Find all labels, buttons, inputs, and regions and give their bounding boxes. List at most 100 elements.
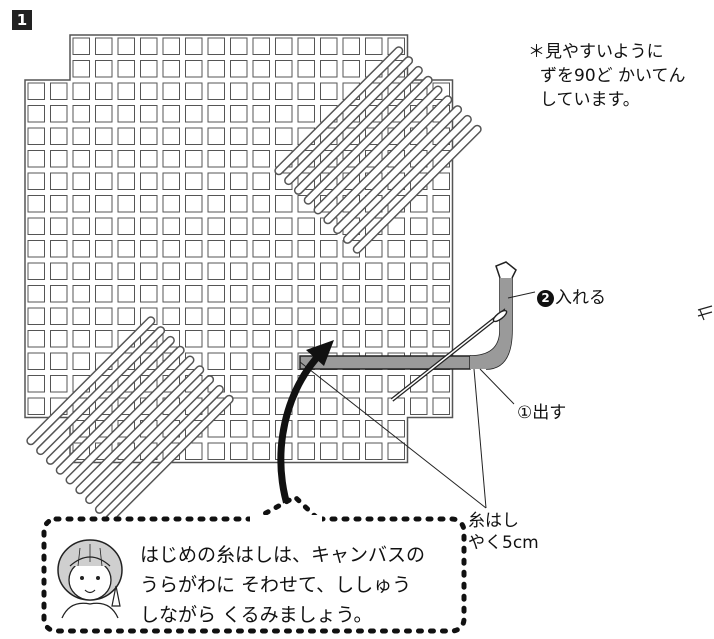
canvas-hole bbox=[432, 397, 450, 415]
canvas-hole bbox=[95, 240, 113, 258]
canvas-hole bbox=[207, 240, 225, 258]
canvas-hole bbox=[275, 127, 293, 145]
canvas-hole bbox=[117, 127, 135, 145]
canvas-hole bbox=[27, 262, 45, 280]
diagonal-stitch bbox=[96, 386, 223, 513]
canvas-hole bbox=[297, 307, 315, 325]
canvas-hole bbox=[185, 172, 203, 190]
diagonal-stitch bbox=[275, 47, 402, 174]
canvas-hole bbox=[320, 285, 338, 303]
step-number-badge: 1 bbox=[12, 10, 32, 30]
canvas-hole bbox=[387, 217, 405, 235]
canvas-hole bbox=[275, 307, 293, 325]
diagonal-stitch bbox=[57, 347, 184, 474]
label-yarn-tail: 糸はし やく5cm bbox=[468, 510, 539, 554]
canvas-hole bbox=[117, 82, 135, 100]
canvas-hole bbox=[207, 262, 225, 280]
canvas-hole bbox=[27, 307, 45, 325]
diagonal-stitch bbox=[67, 357, 193, 483]
canvas-hole bbox=[162, 285, 180, 303]
canvas-hole bbox=[207, 150, 225, 168]
diagonal-stitch bbox=[295, 67, 422, 194]
canvas-hole bbox=[117, 37, 135, 55]
canvas-hole bbox=[320, 37, 338, 55]
canvas-hole bbox=[252, 82, 270, 100]
canvas-hole bbox=[27, 82, 45, 100]
canvas-hole bbox=[252, 442, 270, 460]
canvas-hole bbox=[320, 60, 338, 78]
canvas-hole bbox=[50, 352, 68, 370]
canvas-hole bbox=[275, 285, 293, 303]
canvas-hole bbox=[387, 307, 405, 325]
canvas-hole bbox=[230, 307, 248, 325]
bubble-line-3: しながら くるみましょう。 bbox=[140, 604, 373, 626]
canvas-hole bbox=[27, 375, 45, 393]
leader-tail-2 bbox=[473, 368, 487, 509]
canvas-hole bbox=[95, 172, 113, 190]
canvas-hole bbox=[117, 262, 135, 280]
canvas-hole bbox=[297, 60, 315, 78]
canvas-hole bbox=[162, 82, 180, 100]
canvas-hole bbox=[140, 172, 158, 190]
canvas-hole bbox=[117, 172, 135, 190]
canvas-hole bbox=[117, 195, 135, 213]
canvas-hole bbox=[320, 307, 338, 325]
canvas-hole bbox=[162, 240, 180, 258]
canvas-hole bbox=[387, 375, 405, 393]
canvas-hole bbox=[342, 307, 360, 325]
canvas-hole bbox=[365, 420, 383, 438]
child-avatar-icon bbox=[57, 539, 123, 619]
diagonal-stitch bbox=[305, 77, 432, 204]
canvas-hole bbox=[432, 330, 450, 348]
canvas-hole bbox=[27, 150, 45, 168]
canvas-hole bbox=[162, 307, 180, 325]
canvas-hole bbox=[297, 262, 315, 280]
canvas-hole bbox=[140, 150, 158, 168]
canvas-hole bbox=[230, 352, 248, 370]
canvas-hole bbox=[162, 195, 180, 213]
canvas-hole bbox=[207, 330, 225, 348]
canvas-hole bbox=[410, 195, 428, 213]
canvas-hole bbox=[252, 307, 270, 325]
canvas-hole bbox=[117, 285, 135, 303]
diagonal-stitch bbox=[37, 327, 164, 454]
canvas-hole bbox=[27, 217, 45, 235]
canvas-hole bbox=[72, 82, 90, 100]
canvas-hole bbox=[342, 262, 360, 280]
canvas-hole bbox=[207, 82, 225, 100]
canvas-hole bbox=[50, 240, 68, 258]
canvas-hole bbox=[230, 172, 248, 190]
canvas-hole bbox=[297, 420, 315, 438]
canvas-hole bbox=[185, 127, 203, 145]
canvas-hole bbox=[95, 105, 113, 123]
canvas-hole bbox=[140, 262, 158, 280]
canvas-hole bbox=[410, 397, 428, 415]
canvas-hole bbox=[185, 442, 203, 460]
label-out: ①出す bbox=[517, 403, 567, 423]
canvas-hole bbox=[432, 172, 450, 190]
canvas-hole bbox=[410, 262, 428, 280]
canvas-hole bbox=[72, 217, 90, 235]
canvas-hole bbox=[230, 330, 248, 348]
canvas-hole bbox=[387, 397, 405, 415]
canvas-hole bbox=[207, 37, 225, 55]
canvas-hole bbox=[297, 37, 315, 55]
canvas-hole bbox=[50, 285, 68, 303]
canvas-hole bbox=[140, 240, 158, 258]
canvas-hole bbox=[50, 105, 68, 123]
canvas-hole bbox=[185, 217, 203, 235]
canvas-hole bbox=[275, 375, 293, 393]
canvas-hole bbox=[185, 150, 203, 168]
canvas-hole bbox=[72, 240, 90, 258]
canvas-hole bbox=[162, 37, 180, 55]
diagonal-stitch bbox=[106, 396, 233, 523]
canvas-hole bbox=[275, 37, 293, 55]
canvas-hole bbox=[140, 127, 158, 145]
canvas-hole bbox=[207, 420, 225, 438]
canvas-hole bbox=[297, 105, 315, 123]
canvas-hole bbox=[252, 105, 270, 123]
canvas-hole bbox=[27, 397, 45, 415]
canvas-hole bbox=[140, 217, 158, 235]
canvas-hole bbox=[185, 37, 203, 55]
